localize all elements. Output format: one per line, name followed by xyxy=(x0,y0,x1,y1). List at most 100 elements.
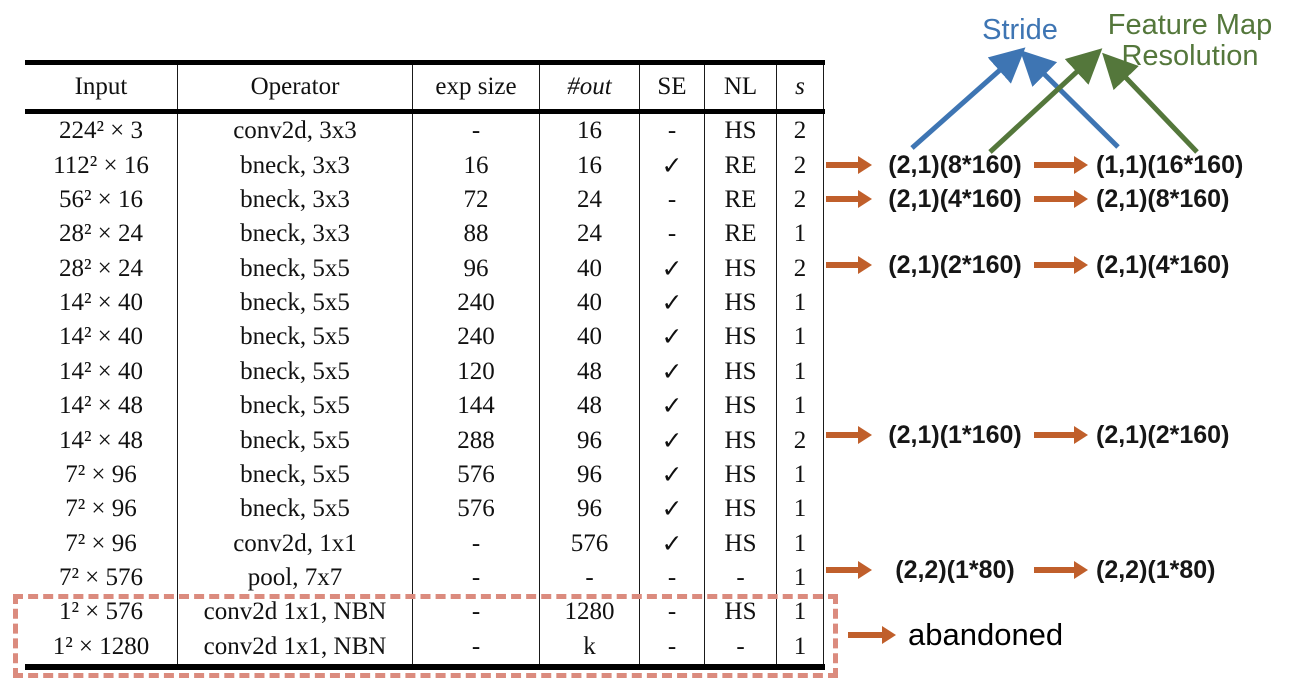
cell-nl: RE xyxy=(705,217,777,252)
annotation-after-value: (2,1)(4*160) xyxy=(1096,250,1230,279)
table-row: 14² × 48 bneck, 5x5 144 48 ✓ HS 1 xyxy=(25,389,825,424)
cell-operator: conv2d, 3x3 xyxy=(178,114,413,149)
cell-se: ✓ xyxy=(640,285,705,321)
cell-operator: bneck, 5x5 xyxy=(178,492,413,527)
stride-resolution-annotation-row: (2,1)(1*160) (2,1)(2*160) xyxy=(826,420,1229,450)
table-row: 7² × 96 conv2d, 1x1 - 576 ✓ HS 1 xyxy=(25,526,825,561)
cell-operator: conv2d 1x1, NBN xyxy=(178,629,413,664)
cell-se: ✓ xyxy=(640,251,705,286)
cell-out: 96 xyxy=(540,423,640,458)
cell-operator: bneck, 3x3 xyxy=(178,148,413,183)
header-s: s xyxy=(777,65,824,109)
cell-out: 576 xyxy=(540,526,640,561)
cell-exp-size: 144 xyxy=(413,389,540,424)
cell-se: - xyxy=(640,629,705,664)
resolution-arrow-left xyxy=(988,48,1103,154)
header-nl: NL xyxy=(705,65,777,109)
cell-out: 24 xyxy=(540,217,640,252)
cell-s: 1 xyxy=(777,492,824,527)
cell-se: ✓ xyxy=(640,423,705,458)
cell-input: 112² × 16 xyxy=(25,148,178,183)
cell-input: 224² × 3 xyxy=(25,114,178,149)
cell-input: 56² × 16 xyxy=(25,182,178,218)
cell-s: 1 xyxy=(777,320,824,355)
cell-out: 40 xyxy=(540,285,640,321)
cell-out: 48 xyxy=(540,389,640,424)
cell-nl: HS xyxy=(705,320,777,355)
cell-operator: bneck, 5x5 xyxy=(178,285,413,321)
feature-map-resolution-label: Feature Map Resolution xyxy=(1095,10,1285,72)
cell-nl: - xyxy=(705,629,777,664)
cell-s: 1 xyxy=(777,595,824,630)
cell-input: 14² × 40 xyxy=(25,320,178,355)
annotation-before-value: (2,1)(1*160) xyxy=(888,420,1022,449)
cell-out: 96 xyxy=(540,492,640,527)
table-row: 28² × 24 bneck, 3x3 88 24 - RE 1 xyxy=(25,217,825,252)
cell-se: - xyxy=(640,114,705,149)
header-out: #out xyxy=(540,65,640,109)
right-arrow-icon xyxy=(1034,256,1088,274)
cell-out: 1280 xyxy=(540,595,640,630)
cell-operator: pool, 7x7 xyxy=(178,560,413,596)
cell-se: ✓ xyxy=(640,148,705,183)
cell-operator: bneck, 5x5 xyxy=(178,457,413,493)
cell-operator: conv2d, 1x1 xyxy=(178,526,413,561)
table-row: 1² × 1280 conv2d 1x1, NBN - k - - 1 xyxy=(25,629,825,664)
cell-input: 14² × 40 xyxy=(25,354,178,389)
cell-out: 16 xyxy=(540,114,640,149)
header-input: Input xyxy=(25,65,178,109)
cell-input: 7² × 96 xyxy=(25,526,178,561)
cell-exp-size: - xyxy=(413,629,540,664)
right-arrow-icon xyxy=(826,561,872,579)
cell-se: - xyxy=(640,595,705,630)
cell-input: 7² × 96 xyxy=(25,492,178,527)
cell-operator: bneck, 5x5 xyxy=(178,389,413,424)
cell-input: 28² × 24 xyxy=(25,217,178,252)
cell-exp-size: 240 xyxy=(413,320,540,355)
cell-operator: bneck, 5x5 xyxy=(178,251,413,286)
right-arrow-icon xyxy=(1034,426,1088,444)
table-row: 1² × 576 conv2d 1x1, NBN - 1280 - HS 1 xyxy=(25,595,825,630)
right-arrow-icon xyxy=(826,190,872,208)
cell-nl: HS xyxy=(705,251,777,286)
cell-s: 1 xyxy=(777,354,824,389)
cell-out: k xyxy=(540,629,640,664)
cell-nl: HS xyxy=(705,114,777,149)
table-header-row: Input Operator exp size #out SE NL s xyxy=(25,65,825,114)
cell-operator: bneck, 3x3 xyxy=(178,182,413,218)
cell-exp-size: 240 xyxy=(413,285,540,321)
resolution-arrow-right xyxy=(1102,52,1199,154)
cell-se: - xyxy=(640,560,705,596)
cell-nl: HS xyxy=(705,423,777,458)
cell-exp-size: 96 xyxy=(413,251,540,286)
cell-se: ✓ xyxy=(640,354,705,389)
cell-se: - xyxy=(640,182,705,218)
cell-input: 1² × 1280 xyxy=(25,629,178,664)
stride-label: Stride xyxy=(982,14,1058,46)
cell-input: 7² × 96 xyxy=(25,457,178,493)
abandoned-callout: abandoned xyxy=(848,617,1064,652)
cell-s: 2 xyxy=(777,423,824,458)
cell-out: 16 xyxy=(540,148,640,183)
legend-pointer-arrows xyxy=(910,47,1199,154)
table-row: 14² × 40 bneck, 5x5 240 40 ✓ HS 1 xyxy=(25,285,825,321)
cell-nl: HS xyxy=(705,595,777,630)
table-row: 14² × 48 bneck, 5x5 288 96 ✓ HS 2 xyxy=(25,423,825,458)
cell-s: 1 xyxy=(777,560,824,596)
cell-exp-size: - xyxy=(413,595,540,630)
cell-exp-size: 576 xyxy=(413,457,540,493)
abandoned-rows-dashed-box xyxy=(13,594,838,678)
stride-arrow-left xyxy=(910,47,1026,150)
cell-nl: HS xyxy=(705,526,777,561)
cell-exp-size: 72 xyxy=(413,182,540,218)
cell-out: 48 xyxy=(540,354,640,389)
cell-input: 14² × 48 xyxy=(25,423,178,458)
cell-out: 40 xyxy=(540,251,640,286)
cell-s: 2 xyxy=(777,114,824,149)
cell-out: 96 xyxy=(540,457,640,493)
cell-s: 2 xyxy=(777,148,824,183)
table-row: 14² × 40 bneck, 5x5 120 48 ✓ HS 1 xyxy=(25,354,825,389)
stride-resolution-annotation-row: (2,1)(2*160) (2,1)(4*160) xyxy=(826,250,1229,280)
abandoned-label: abandoned xyxy=(908,617,1064,652)
